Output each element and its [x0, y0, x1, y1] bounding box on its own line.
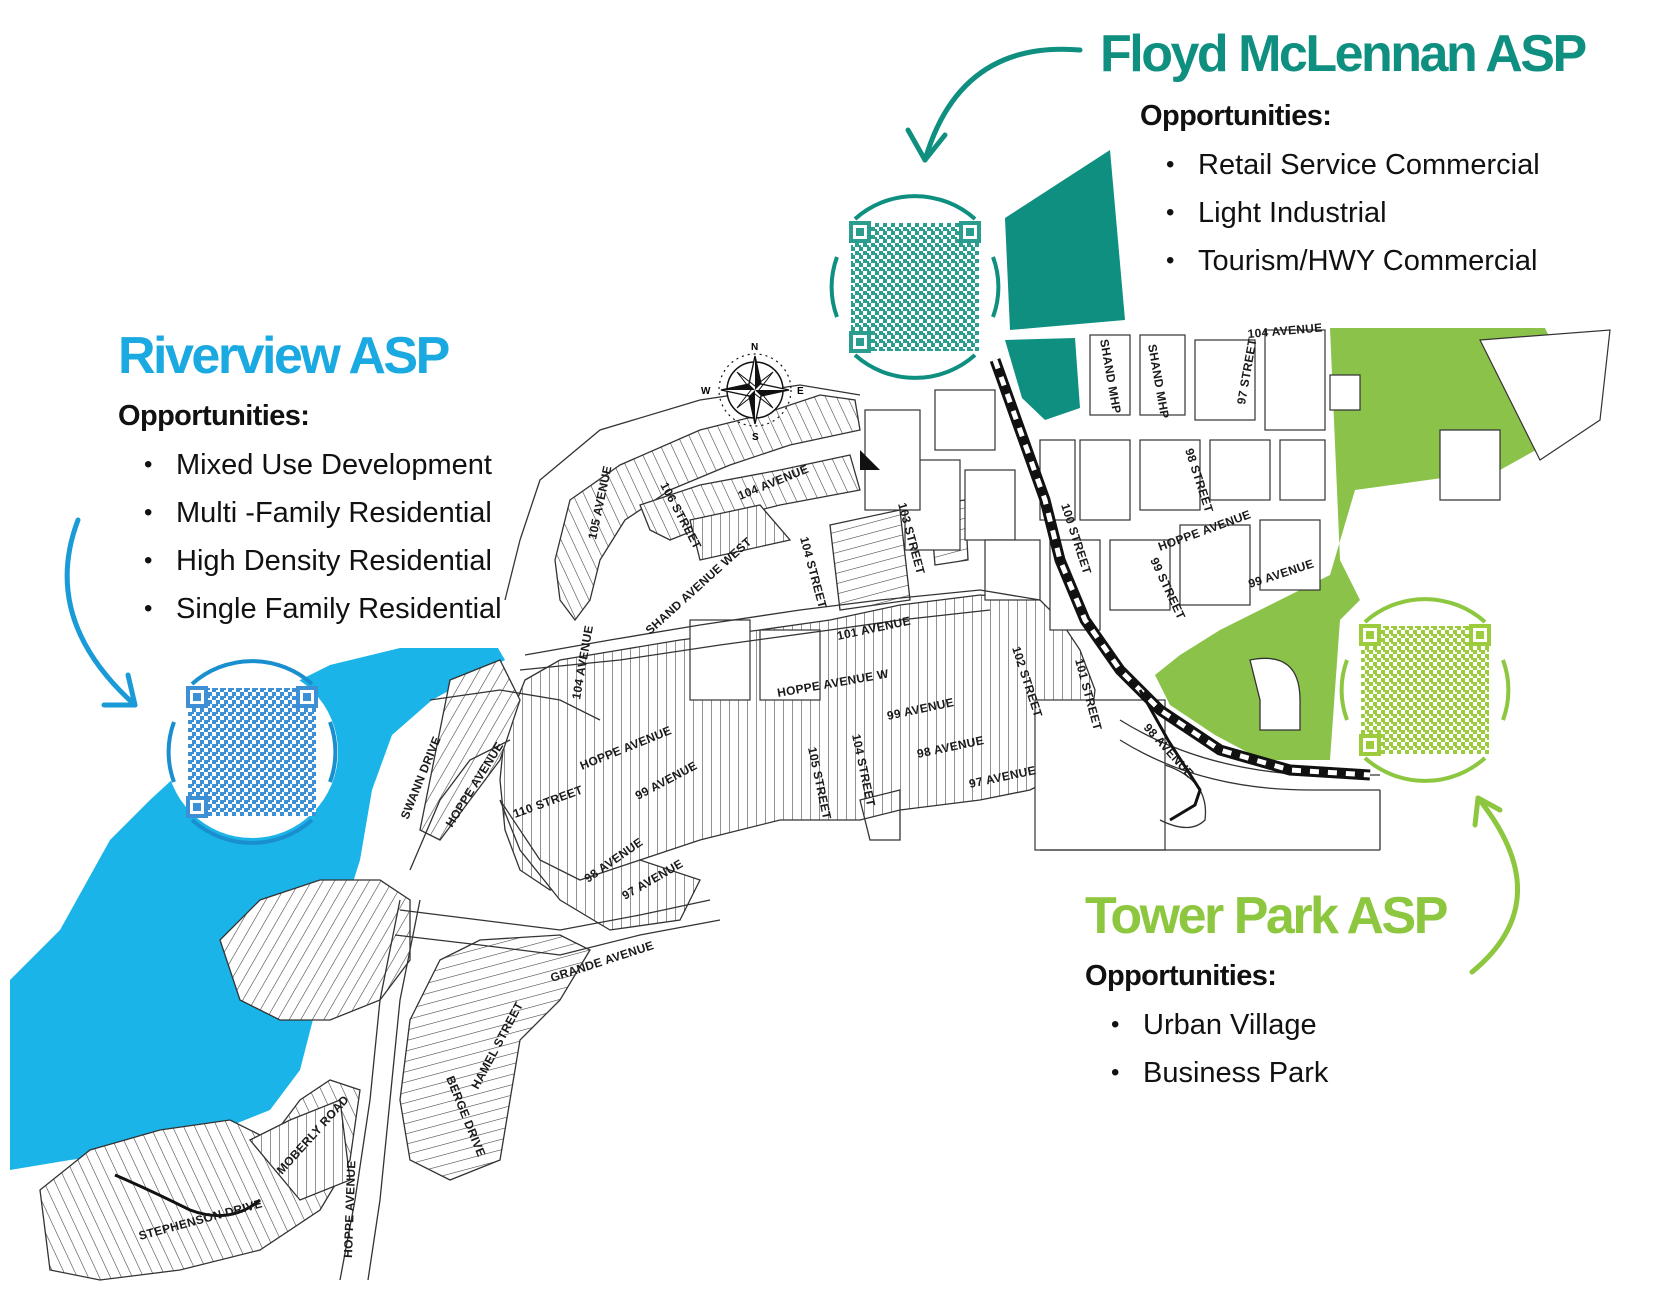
list-item: Retail Service Commercial [1140, 141, 1585, 189]
list-item: Urban Village [1085, 1001, 1446, 1049]
tower-park-panel: Tower Park ASP Opportunities: Urban Vill… [1085, 887, 1448, 1097]
street-label: 104 STREET [797, 535, 830, 610]
list-item: Multi -Family Residential [118, 489, 502, 537]
street-label: 104 AVENUE [1247, 321, 1323, 341]
floyd-mclennan-area-south [1005, 338, 1080, 420]
floyd-opportunities-list: Retail Service Commercial Light Industri… [1140, 141, 1585, 285]
riverview-panel: Riverview ASP Opportunities: Mixed Use D… [118, 330, 502, 633]
arrow-tower-park [1469, 795, 1521, 975]
arrow-riverview [64, 517, 138, 708]
floyd-opportunities-label: Opportunities: [1140, 100, 1332, 132]
riverview-opportunities-list: Mixed Use Development Multi -Family Resi… [118, 441, 502, 633]
floyd-mclennan-panel: Floyd McLennan ASP Opportunities: Retail… [1100, 25, 1587, 285]
residential-blocks [39, 394, 1096, 1281]
floyd-mclennan-title: Floyd McLennan ASP [1100, 25, 1587, 83]
list-item: Business Park [1085, 1049, 1446, 1097]
tower-opportunities-label: Opportunities: [1085, 960, 1277, 992]
road-network [339, 384, 1381, 1281]
compass-south-label: S [752, 432, 759, 443]
qr-tower-park[interactable] [1339, 597, 1511, 783]
compass-west-label: W [701, 386, 711, 397]
riverview-opportunities-label: Opportunities: [118, 400, 310, 432]
arrow-floyd [905, 46, 1083, 163]
qr-floyd-mclennan[interactable] [829, 194, 1001, 380]
floyd-mclennan-area-north [1005, 150, 1125, 330]
compass-east-label: E [797, 386, 804, 397]
list-item: Single Family Residential [118, 585, 502, 633]
tower-park-title: Tower Park ASP [1085, 887, 1448, 945]
qr-riverview[interactable] [166, 659, 338, 845]
list-item: Tourism/HWY Commercial [1140, 237, 1585, 285]
list-item: Mixed Use Development [118, 441, 502, 489]
compass-north-label: N [751, 342, 758, 353]
list-item: Light Industrial [1140, 189, 1585, 237]
tower-opportunities-list: Urban Village Business Park [1085, 1001, 1446, 1097]
northeast-blocks [689, 329, 1326, 851]
street-label: HOPPE AVENUE [341, 1160, 358, 1258]
compass-rose: N S E W [701, 342, 804, 443]
riverview-title: Riverview ASP [118, 327, 450, 385]
list-item: High Density Residential [118, 537, 502, 585]
